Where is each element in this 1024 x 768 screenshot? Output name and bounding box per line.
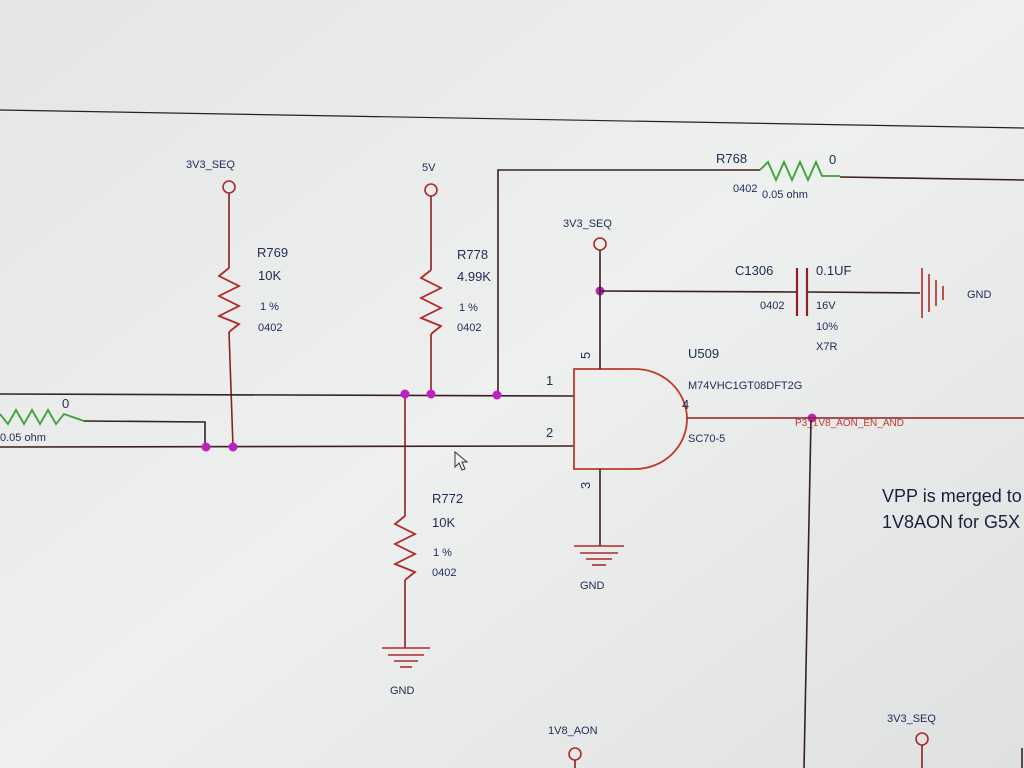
- wire-left-resistor: [83, 420, 206, 446]
- pwr-3v3-seq-label-3: 3V3_SEQ: [887, 713, 936, 725]
- u509-pin3: 3: [578, 482, 593, 489]
- c1306-dielectric: X7R: [816, 341, 837, 353]
- wire-cap-right: [807, 291, 921, 294]
- c1306-voltage: 16V: [816, 300, 836, 312]
- c1306-ref: C1306: [735, 263, 773, 278]
- r769-value: 10K: [258, 268, 281, 283]
- output-net-label: P3_1V8_AON_EN_AND: [795, 418, 904, 429]
- junction-dot: [228, 442, 238, 452]
- r769-package: 0402: [258, 322, 282, 334]
- junction-dot: [492, 390, 502, 400]
- r-left-value: 0: [62, 396, 69, 411]
- wire-top: [497, 169, 760, 392]
- sheet-border-top: [0, 109, 1024, 129]
- r768-ohm: 0.05 ohm: [762, 189, 808, 201]
- ground-r772-symbol: [382, 647, 430, 668]
- r778-tolerance: 1 %: [459, 302, 478, 314]
- pwr-3v3-seq-label-2: 3V3_SEQ: [563, 218, 612, 230]
- junction-dot: [201, 442, 211, 452]
- r769-ref: R769: [257, 245, 288, 260]
- wire-r769-bottom: [228, 331, 234, 448]
- u509-ref: U509: [688, 346, 719, 361]
- resistor-r778: [418, 269, 444, 335]
- r778-package: 0402: [457, 322, 481, 334]
- wire-cap-left: [599, 290, 797, 293]
- note-line-1: VPP is merged to: [882, 486, 1022, 506]
- ground-cap-symbol: [921, 268, 944, 318]
- resistor-r769: [216, 267, 242, 333]
- wire-r768-right: [839, 176, 1024, 181]
- junction-dot: [426, 389, 436, 399]
- r772-ref: R772: [432, 491, 463, 506]
- r769-tolerance: 1 %: [260, 301, 279, 313]
- r778-ref: R778: [457, 247, 488, 262]
- ground-u509-symbol: [574, 545, 624, 566]
- pwr-1v8-aon-label: 1V8_AON: [548, 725, 598, 737]
- r768-ref: R768: [716, 151, 747, 166]
- c1306-value: 0.1UF: [816, 263, 851, 278]
- u509-part: M74VHC1GT08DFT2G: [688, 380, 802, 392]
- wire-pin2: [0, 445, 575, 448]
- u509-pin1: 1: [546, 373, 553, 388]
- u509-pin4: 4: [682, 397, 689, 412]
- junction-dot: [400, 389, 410, 399]
- r772-value: 10K: [432, 515, 455, 530]
- and-gate-u509: [573, 368, 688, 470]
- u509-pin2: 2: [546, 425, 553, 440]
- c1306-package: 0402: [760, 300, 784, 312]
- u509-package: SC70-5: [688, 433, 725, 445]
- r768-value: 0: [829, 152, 836, 167]
- wire-pin1: [0, 393, 575, 397]
- pwr-3v3-seq-label: 3V3_SEQ: [186, 159, 235, 171]
- r772-package: 0402: [432, 567, 456, 579]
- r772-tolerance: 1 %: [433, 547, 452, 559]
- resistor-left: [0, 408, 85, 426]
- gnd-r772-label: GND: [390, 685, 415, 697]
- r768-package: 0402: [733, 183, 757, 195]
- pwr-5v-label: 5V: [422, 162, 436, 174]
- resistor-r772: [392, 515, 418, 581]
- c1306-tolerance: 10%: [816, 321, 838, 333]
- note-line-2: 1V8AON for G5X: [882, 512, 1020, 532]
- mouse-cursor-icon: [454, 450, 469, 471]
- gnd-cap-label: GND: [967, 289, 992, 301]
- r-left-ohm: 0.05 ohm: [0, 432, 46, 444]
- resistor-r768: [759, 159, 840, 183]
- r778-value: 4.99K: [457, 269, 491, 284]
- wire-output-down: [803, 419, 812, 768]
- u509-pin5: 5: [578, 352, 593, 359]
- gnd-u509-label: GND: [580, 580, 605, 592]
